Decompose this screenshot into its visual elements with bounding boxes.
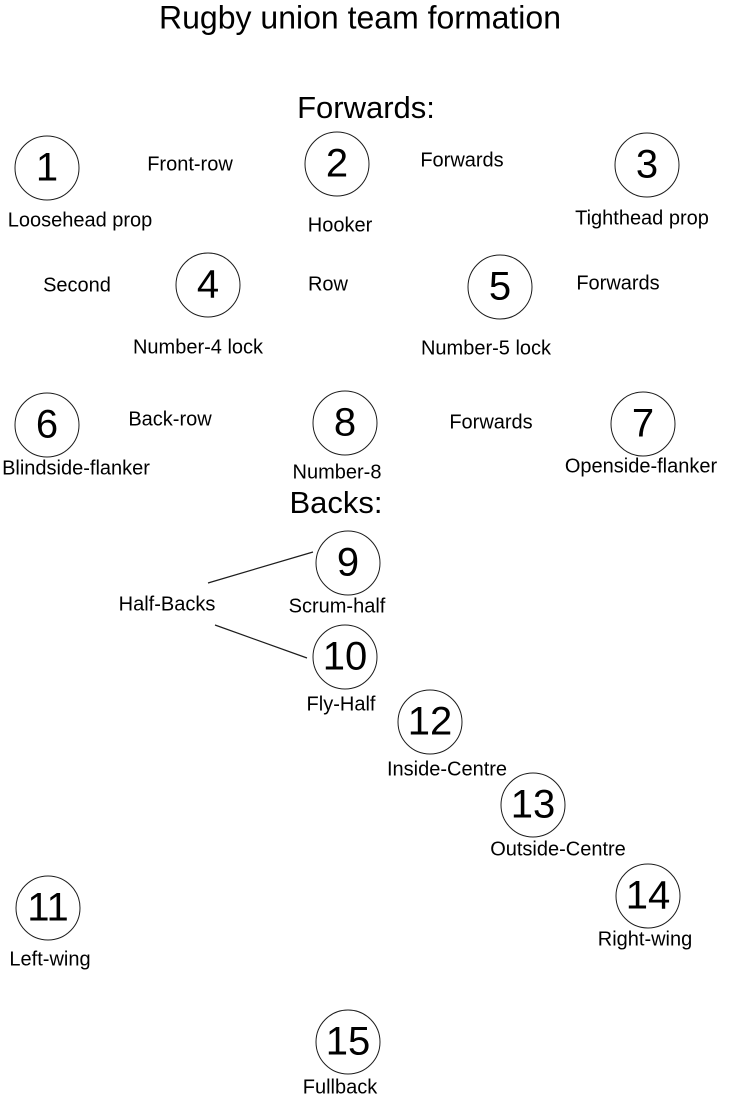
player-circle-6: 6	[14, 392, 80, 458]
player-number-14: 14	[625, 873, 671, 918]
group-label-front-row: Front-row	[147, 153, 233, 176]
player-role-14: Right-wing	[597, 928, 693, 951]
player-number-9: 9	[336, 540, 360, 585]
player-role-12: Inside-Centre	[386, 758, 508, 781]
half-backs-to-fly-half-line	[214, 624, 308, 659]
backs-section-heading: Backs:	[289, 485, 383, 521]
group-label-half-backs: Half-Backs	[118, 593, 216, 616]
player-role-7: Openside-flanker	[564, 455, 718, 478]
group-label-back-row-forwards: Forwards	[449, 411, 533, 434]
group-label-back-row: Back-row	[128, 408, 212, 431]
player-circle-10: 10	[312, 624, 378, 690]
forwards-section-heading: Forwards:	[297, 90, 435, 126]
player-circle-1: 1	[14, 135, 80, 201]
player-role-4: Number-4 lock	[132, 336, 264, 359]
player-circle-11: 11	[15, 875, 81, 941]
player-circle-2: 2	[304, 131, 370, 197]
player-number-7: 7	[631, 401, 655, 446]
group-label-front-row-forwards: Forwards	[420, 149, 504, 172]
player-circle-3: 3	[614, 132, 680, 198]
player-role-13: Outside-Centre	[490, 838, 626, 861]
player-role-11: Left-wing	[9, 948, 91, 971]
player-number-1: 1	[35, 145, 59, 190]
player-circle-13: 13	[500, 772, 566, 838]
group-label-second: Second	[43, 274, 111, 297]
player-number-15: 15	[325, 1019, 371, 1064]
player-role-15: Fullback	[302, 1076, 378, 1099]
player-number-3: 3	[635, 142, 659, 187]
player-role-8: Number-8	[292, 461, 382, 484]
player-role-9: Scrum-half	[288, 595, 386, 618]
player-circle-12: 12	[397, 689, 463, 755]
player-circle-7: 7	[610, 391, 676, 457]
player-role-1: Loosehead prop	[7, 209, 153, 232]
group-label-second-row-forwards: Forwards	[576, 272, 660, 295]
player-number-2: 2	[325, 141, 349, 186]
player-role-3: Tighthead prop	[575, 207, 709, 230]
group-label-row: Row	[307, 273, 349, 296]
player-role-2: Hooker	[307, 214, 373, 237]
player-circle-15: 15	[315, 1009, 381, 1075]
player-circle-8: 8	[312, 390, 378, 456]
player-number-13: 13	[510, 782, 556, 827]
player-number-11: 11	[27, 885, 69, 930]
player-number-12: 12	[407, 699, 453, 744]
player-number-4: 4	[196, 262, 220, 307]
player-circle-5: 5	[467, 254, 533, 320]
diagram-title: Rugby union team formation	[159, 0, 561, 36]
player-number-8: 8	[333, 400, 357, 445]
player-role-10: Fly-Half	[306, 693, 376, 716]
player-circle-4: 4	[175, 252, 241, 318]
player-number-5: 5	[488, 264, 512, 309]
player-circle-14: 14	[615, 863, 681, 929]
half-backs-to-scrum-half-line	[207, 551, 314, 584]
player-circle-9: 9	[315, 530, 381, 596]
player-number-10: 10	[322, 634, 368, 679]
player-number-6: 6	[35, 402, 59, 447]
player-role-6: Blindside-flanker	[2, 457, 150, 480]
player-role-5: Number-5 lock	[420, 337, 552, 360]
